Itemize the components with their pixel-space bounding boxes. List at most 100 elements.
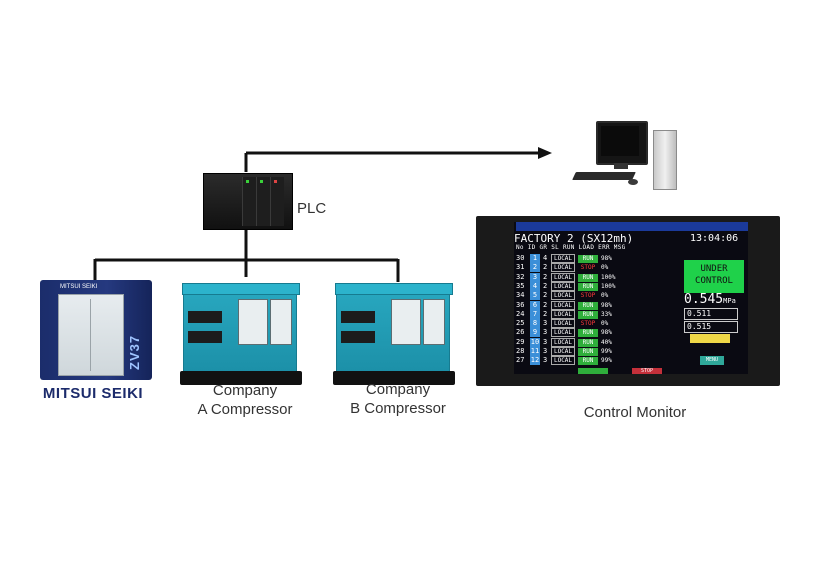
row-id: 2 — [530, 263, 540, 273]
row-st: RUN — [578, 282, 598, 291]
row-no: 35 — [516, 281, 525, 290]
row-gr: 3 — [543, 356, 548, 365]
monitor-stand — [614, 163, 628, 169]
row-st: RUN — [578, 255, 598, 263]
mouse-icon — [628, 179, 638, 185]
yellow-indicator — [690, 334, 730, 343]
mitsui-seiki-logo: MITSUI SEIKI — [42, 385, 144, 402]
row-no: 25 — [516, 319, 525, 328]
row-gr: 4 — [543, 254, 548, 262]
company-a-label: Company A Compressor — [183, 381, 307, 419]
company-b-compressor — [333, 283, 455, 385]
row-gr: 2 — [543, 263, 548, 272]
row-id: 12 — [530, 356, 540, 366]
row-id: 11 — [530, 347, 540, 356]
row-sl: LOCAL — [551, 300, 575, 310]
row-id: 10 — [530, 337, 540, 347]
row-no: 26 — [516, 328, 525, 337]
row-st: RUN — [578, 273, 598, 282]
mitsui-small-brand: MITSUI SEIKI — [60, 284, 98, 290]
company-b-label: Company B Compressor — [336, 380, 460, 418]
control-monitor-label: Control Monitor — [583, 404, 687, 421]
plc-device — [203, 173, 293, 230]
row-sl: LOCAL — [551, 337, 575, 347]
screen-time: 13:04:06 — [690, 233, 739, 244]
row-gr: 2 — [543, 300, 548, 309]
row-no: 24 — [516, 309, 525, 318]
row-gr: 2 — [543, 281, 548, 290]
keyboard-icon — [572, 172, 636, 180]
row-ld: 99% — [601, 348, 612, 355]
company-b-label-line1: Company — [365, 381, 431, 398]
row-sl: LOCAL — [551, 254, 575, 263]
row-no: 34 — [516, 291, 525, 300]
mitsui-model-text: ZV37 — [127, 334, 142, 370]
mitsui-compressor-panel — [58, 294, 124, 376]
row-id: 5 — [530, 291, 540, 301]
row-id: 3 — [530, 272, 540, 282]
computer-monitor-icon — [596, 121, 648, 165]
company-a-label-line1: Company — [212, 382, 278, 399]
row-sl: LOCAL — [551, 281, 575, 291]
pressure-box-2: 0.515 — [684, 321, 738, 333]
pc-tower-icon — [653, 130, 677, 190]
pressure-unit: MPa — [723, 297, 736, 305]
row-no: 28 — [516, 347, 525, 355]
under-control-line1: UNDER — [700, 264, 728, 274]
plc-label: PLC — [297, 200, 327, 217]
row-sl: LOCAL — [551, 319, 575, 329]
row-id: 6 — [530, 300, 540, 310]
row-sl: LOCAL — [551, 309, 575, 319]
row-ld: 98% — [601, 329, 612, 337]
pressure-box-1: 0.511 — [684, 308, 738, 320]
row-st: RUN — [578, 338, 598, 347]
screen-title-bar — [516, 222, 748, 231]
row-ld: 100% — [601, 282, 616, 290]
row-gr: 2 — [543, 309, 548, 318]
row-ld: 0% — [601, 264, 609, 272]
row-gr: 2 — [543, 291, 548, 300]
row-ld: 98% — [601, 301, 612, 309]
control-monitor-screen: FACTORY 2 (SX12mh) 13:04:06 No ID GR SL … — [514, 222, 748, 374]
row-sl: LOCAL — [551, 356, 575, 366]
row-st: RUN — [578, 301, 598, 310]
under-control-line2: CONTROL — [695, 276, 733, 286]
row-id: 7 — [530, 309, 540, 319]
company-b-label-line2: B Compressor — [350, 400, 446, 417]
screen-menu-button: MENU — [700, 356, 724, 365]
row-st: STOP — [580, 292, 596, 300]
pressure-readout: 0.545MPa — [684, 292, 736, 307]
company-a-label-line2: A Compressor — [197, 401, 293, 418]
row-no: 30 — [516, 254, 525, 262]
row-ld: 98% — [601, 255, 612, 262]
screen-columns: No ID GR SL RUN LOAD ERR MSG — [516, 244, 626, 251]
row-ld: 100% — [601, 273, 616, 281]
row-no: 31 — [516, 263, 525, 272]
row-id: 1 — [530, 254, 540, 263]
row-no: 36 — [516, 300, 525, 309]
control-monitor-photo: FACTORY 2 (SX12mh) 13:04:06 No ID GR SL … — [476, 216, 780, 386]
row-id: 9 — [530, 328, 540, 338]
row-ld: 40% — [601, 338, 612, 346]
screen-run-bar — [578, 368, 608, 374]
screen-header: FACTORY 2 (SX12mh) — [514, 232, 634, 245]
row-st: RUN — [578, 348, 598, 356]
row-gr: 3 — [543, 328, 548, 337]
row-id: 4 — [530, 281, 540, 291]
row-sl: LOCAL — [551, 347, 575, 356]
row-st: STOP — [580, 320, 596, 328]
row-st: STOP — [580, 264, 596, 272]
row-no: 27 — [516, 356, 525, 365]
row-st: RUN — [578, 329, 598, 338]
